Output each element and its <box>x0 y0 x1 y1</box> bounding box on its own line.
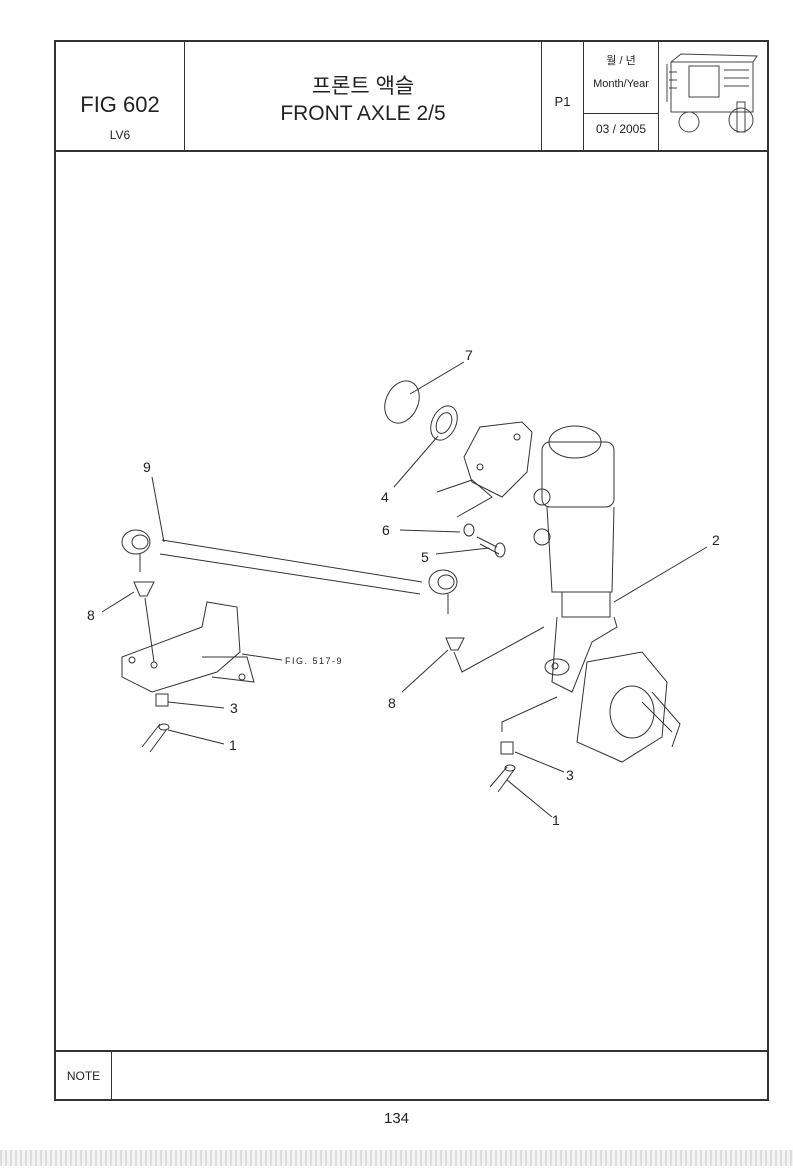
tractor-thumbnail-icon <box>659 42 767 150</box>
title-block: FIG 602 LV6 프론트 액슬 FRONT AXLE 2/5 P1 월 /… <box>56 42 767 152</box>
note-row: NOTE <box>56 1050 767 1101</box>
date-label-cell: 월 / 년 Month/Year <box>584 42 659 114</box>
title-english: FRONT AXLE 2/5 <box>280 102 446 125</box>
title-cell: 프론트 액슬 FRONT AXLE 2/5 <box>185 42 542 150</box>
note-label-cell: NOTE <box>56 1052 112 1101</box>
callout-2: 2 <box>712 532 720 548</box>
flange-part <box>463 421 533 498</box>
date-label-korean: 월 / 년 <box>606 55 636 67</box>
scan-edge <box>0 1150 793 1166</box>
title-korean: 프론트 액슬 <box>311 75 415 98</box>
o-ring-part <box>384 380 420 424</box>
callout-8: 8 <box>388 695 396 711</box>
page-code: P1 <box>554 94 571 109</box>
date-label-english: Month/Year <box>593 78 649 90</box>
callout-6: 6 <box>382 522 390 538</box>
callout-1: 1 <box>229 737 237 753</box>
date-value: 03 / 2005 <box>595 122 647 136</box>
oil-seal-part <box>430 405 458 441</box>
fig-number: FIG 602 <box>80 92 160 117</box>
callout-3: 3 <box>230 700 238 716</box>
kingpin-housing-part <box>541 441 615 508</box>
page-number: 134 <box>383 1110 410 1127</box>
callout-3: 3 <box>566 767 574 783</box>
page-frame: FIG 602 LV6 프론트 액슬 FRONT AXLE 2/5 P1 월 /… <box>54 40 769 1101</box>
knuckle-arm-part <box>121 601 241 693</box>
fig-cell: FIG 602 LV6 <box>56 42 185 150</box>
callout-9: 9 <box>143 459 151 475</box>
callout-8: 8 <box>87 607 95 623</box>
page-code-cell: P1 <box>542 42 584 150</box>
date-value-cell: 03 / 2005 <box>584 114 659 150</box>
callout-4: 4 <box>381 489 389 505</box>
figure-reference: FIG. 517-9 <box>285 656 343 666</box>
model-code: LV6 <box>109 128 131 142</box>
note-label: NOTE <box>66 1069 101 1083</box>
tie-rod-part <box>159 539 423 595</box>
callout-1: 1 <box>552 812 560 828</box>
callout-7: 7 <box>465 347 473 363</box>
callout-5: 5 <box>421 549 429 565</box>
